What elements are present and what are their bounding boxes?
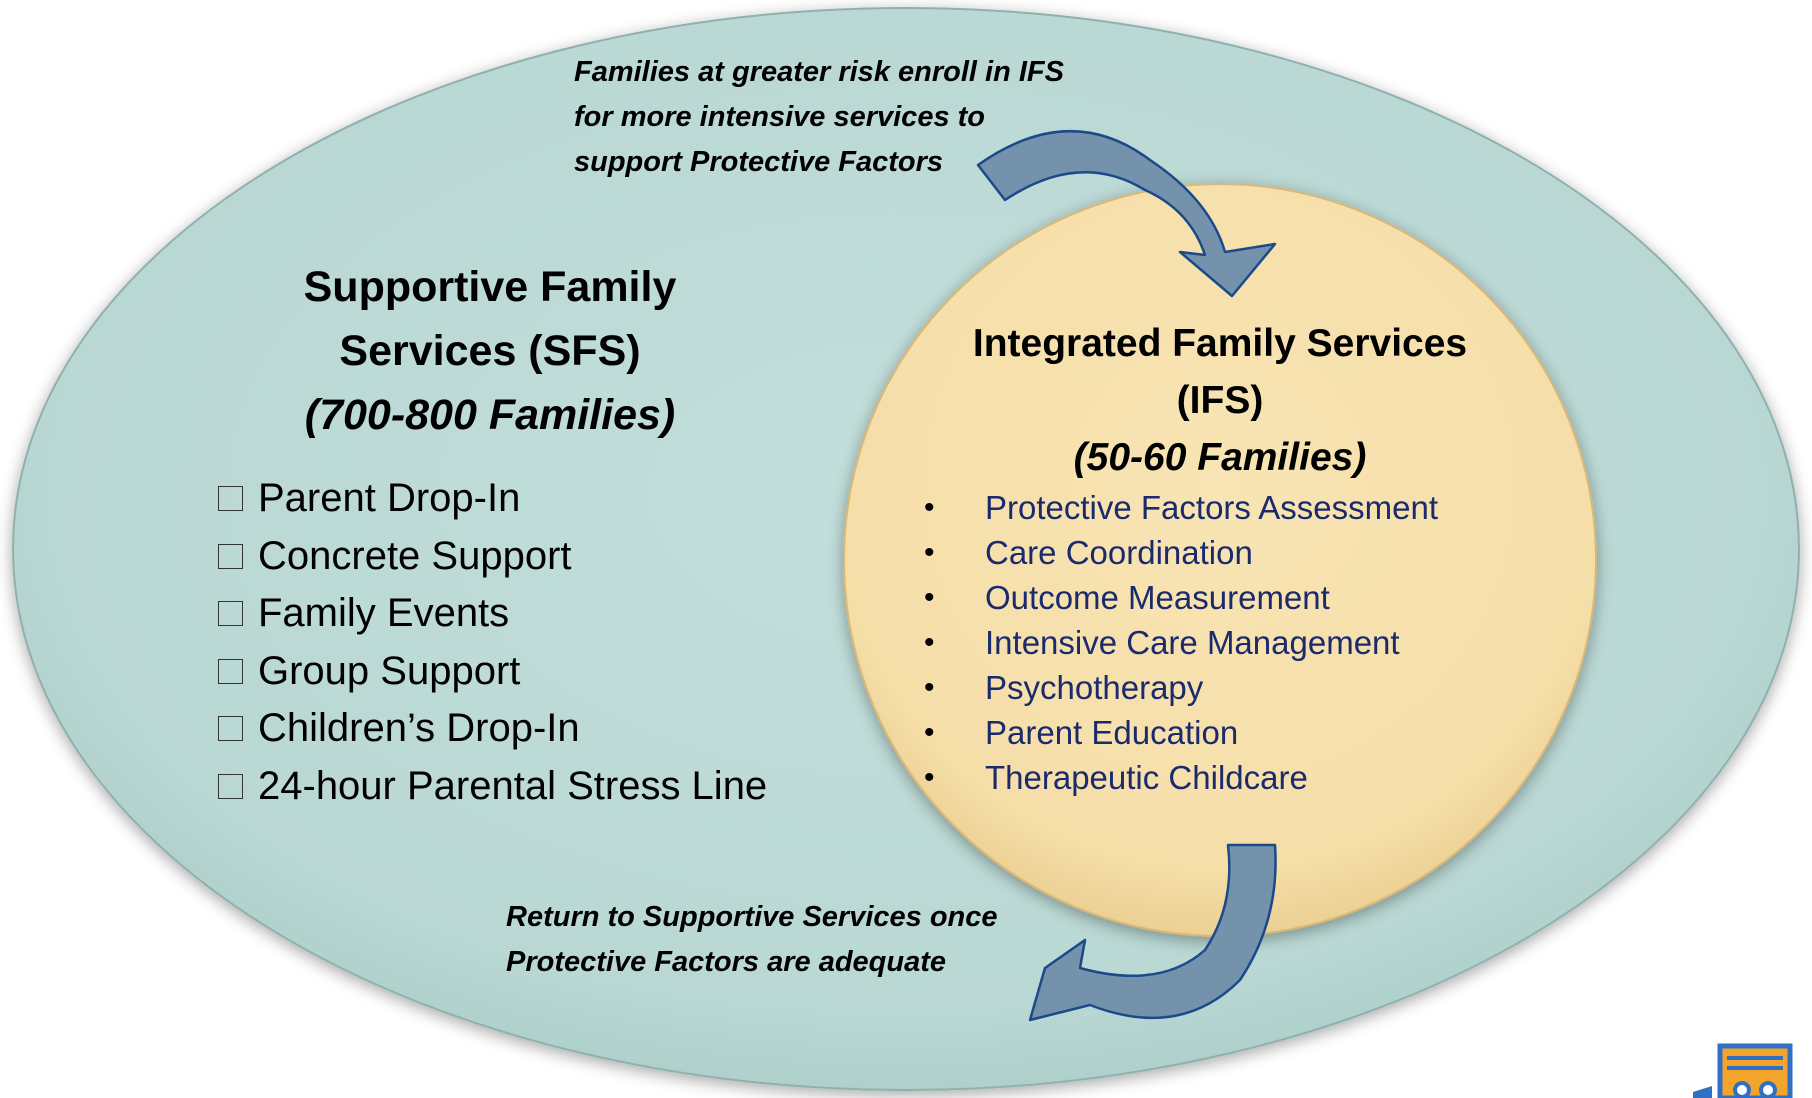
sfs-title: Supportive Family Services (SFS) (700-80… [230, 255, 750, 447]
checkbox-icon [218, 543, 243, 569]
checkbox-icon [218, 486, 243, 511]
ifs-title-line: (IFS) [1176, 379, 1264, 422]
ifs-title-line: Integrated Family Services [972, 322, 1468, 365]
sfs-item-label: Family Events [258, 591, 510, 635]
ifs-service-list: • Protective Factors Assessment • Care Coo… [918, 485, 1478, 800]
sfs-item-label: Concrete Support [258, 533, 572, 578]
bullet-icon: • [924, 761, 935, 794]
sfs-list-item: Group Support [216, 643, 736, 701]
ifs-item-label: Care Coordination [985, 534, 1253, 571]
enroll-arrow [976, 129, 1277, 298]
return-note-line: Return to Supportive Services once [506, 901, 998, 933]
checkbox-icon [218, 601, 243, 626]
ifs-item-label: Psychotherapy [985, 669, 1204, 706]
ifs-list-item: • Outcome Measurement [918, 575, 1478, 620]
ifs-list-item: • Psychotherapy [918, 665, 1478, 710]
enroll-note-line: for more intensive services to [574, 101, 985, 133]
enroll-note-line: Families at greater risk enroll in IFS [574, 56, 1064, 88]
enroll-note-line: support Protective Factors [574, 146, 944, 178]
sfs-list-item: Concrete Support [216, 528, 736, 586]
sfs-list-item: Parent Drop-In [216, 470, 736, 528]
bullet-icon: • [924, 581, 935, 614]
sfs-list-item: 24-hour Parental Stress Line [216, 758, 778, 816]
bullet-icon: • [924, 491, 935, 524]
sfs-item-label: Parent Drop-In [258, 476, 521, 520]
ifs-family-count: (50-60 Families) [1073, 436, 1367, 479]
sfs-list-item: Children’s Drop-In [216, 700, 736, 758]
enroll-note: Families at greater risk enroll in IFS f… [574, 50, 1134, 185]
sfs-item-label: 24-hour Parental Stress Line [258, 763, 768, 808]
return-note: Return to Supportive Services once Prote… [506, 895, 1066, 985]
ifs-list-item: • Care Coordination [918, 530, 1478, 575]
return-arrow [1028, 843, 1277, 1022]
sfs-service-list: Parent Drop-In Concrete Support Family E… [216, 470, 767, 815]
checkbox-icon [218, 773, 243, 799]
ifs-item-label: Outcome Measurement [985, 579, 1330, 616]
ifs-title: Integrated Family Services (IFS) (50-60 … [900, 315, 1540, 486]
sfs-item-label: Group Support [258, 648, 521, 693]
organization-logo [1693, 1043, 1793, 1098]
ifs-list-item: • Intensive Care Management [918, 620, 1478, 665]
sfs-list-item: Family Events [216, 585, 736, 643]
bullet-icon: • [924, 671, 935, 704]
ifs-item-label: Protective Factors Assessment [985, 489, 1438, 526]
ifs-list-item: • Parent Education [918, 710, 1478, 755]
sfs-title-line: Supportive Family [303, 263, 677, 311]
bullet-icon: • [924, 716, 935, 749]
ifs-list-item: • Therapeutic Childcare [918, 755, 1478, 800]
ifs-list-item: • Protective Factors Assessment [918, 485, 1478, 530]
bullet-icon: • [924, 536, 935, 569]
checkbox-icon [218, 716, 243, 741]
ifs-item-label: Parent Education [985, 714, 1239, 751]
sfs-item-label: Children’s Drop-In [258, 706, 580, 750]
ifs-item-label: Therapeutic Childcare [985, 759, 1308, 796]
checkbox-icon [218, 658, 243, 684]
sfs-family-count: (700-800 Families) [304, 391, 676, 439]
bullet-icon: • [924, 626, 935, 659]
ifs-item-label: Intensive Care Management [985, 624, 1400, 661]
sfs-title-line: Services (SFS) [339, 327, 641, 375]
return-note-line: Protective Factors are adequate [506, 946, 947, 978]
